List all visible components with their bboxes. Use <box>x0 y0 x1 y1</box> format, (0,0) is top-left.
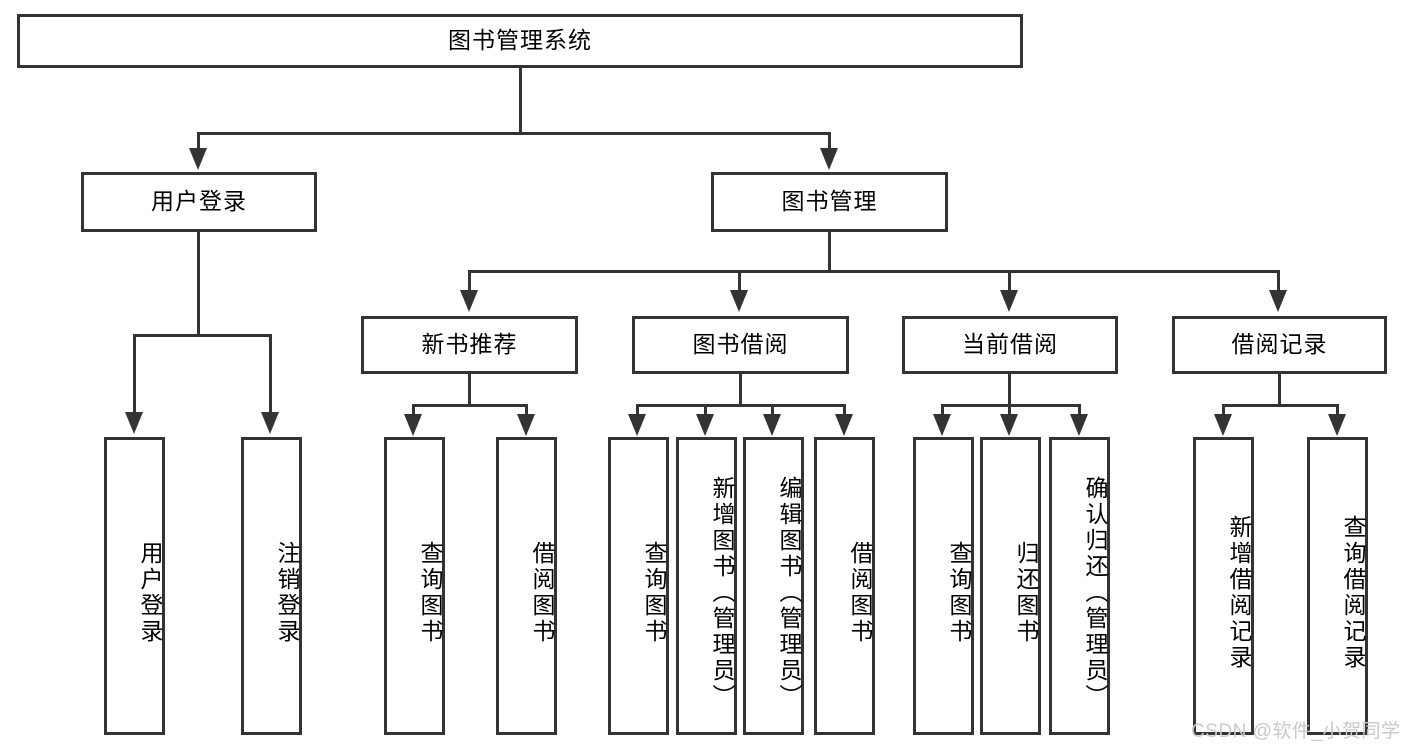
leaf-return-book[interactable]: 归还图书 <box>980 437 1041 735</box>
node-label: 注销登录 <box>274 541 300 645</box>
connector-root-bar <box>197 132 830 135</box>
connector-bookborrow-drop-1 <box>636 404 639 418</box>
node-borrow-record[interactable]: 借阅记录 <box>1172 316 1387 374</box>
connector-borrowrecord-stem <box>1278 374 1281 406</box>
connector-newbook-drop-1 <box>412 404 415 418</box>
node-book-management[interactable]: 图书管理 <box>711 172 948 232</box>
connector-borrowrecord-drop-1 <box>1222 404 1225 418</box>
leaf-borrow-book-recommend[interactable]: 借阅图书 <box>496 437 557 735</box>
connector-userlogin-stem <box>197 232 200 336</box>
arrow-down-icon <box>820 148 838 170</box>
node-label: 用户登录 <box>151 188 247 215</box>
node-new-book-recommend[interactable]: 新书推荐 <box>361 316 578 374</box>
leaf-query-book-recommend[interactable]: 查询图书 <box>384 437 445 735</box>
connector-currentborrow-bar <box>941 404 1081 407</box>
leaf-add-borrow-record[interactable]: 新增借阅记录 <box>1193 437 1254 735</box>
arrow-down-icon <box>730 290 748 312</box>
node-book-borrow[interactable]: 图书借阅 <box>632 316 849 374</box>
connector-bookmgmt-bar <box>468 270 1280 273</box>
connector-root-stem <box>519 68 522 134</box>
connector-currentborrow-drop-3 <box>1078 404 1081 418</box>
leaf-query-book-borrow[interactable]: 查询图书 <box>608 437 669 735</box>
arrow-down-icon <box>1269 290 1287 312</box>
csdn-watermark: CSDN @软件_小贺同学 <box>1191 721 1401 742</box>
connector-bookborrow-stem <box>739 374 742 406</box>
connector-bookborrow-drop-4 <box>843 404 846 418</box>
arrow-down-icon <box>763 414 781 436</box>
connector-bookmgmt-stem <box>828 232 831 272</box>
node-label: 图书借阅 <box>692 331 789 358</box>
connector-bookmgmt-drop-2 <box>738 270 741 294</box>
node-label: 查询图书 <box>641 541 667 645</box>
connector-bookborrow-drop-3 <box>771 404 774 418</box>
connector-bookmgmt-drop-4 <box>1277 270 1280 294</box>
connector-bookborrow-bar <box>636 404 846 407</box>
node-root-system[interactable]: 图书管理系统 <box>17 14 1023 68</box>
connector-userlogin-bar <box>133 334 272 337</box>
arrow-down-icon <box>460 290 478 312</box>
leaf-logout-login[interactable]: 注销登录 <box>241 437 302 735</box>
arrow-down-icon <box>189 148 207 170</box>
connector-newbook-drop-2 <box>525 404 528 418</box>
node-label: 借阅记录 <box>1231 331 1328 358</box>
connector-userlogin-drop-1 <box>133 334 136 416</box>
connector-bookmgmt-drop-3 <box>1008 270 1011 294</box>
leaf-confirm-return-admin[interactable]: 确认归还（管理员） <box>1049 437 1110 735</box>
connector-newbook-stem <box>468 374 471 406</box>
arrow-down-icon <box>1328 414 1346 436</box>
arrow-down-icon <box>1214 414 1232 436</box>
arrow-down-icon <box>261 412 279 434</box>
node-label: 确认归还（管理员） <box>1082 476 1108 710</box>
node-label: 新书推荐 <box>421 331 518 358</box>
arrow-down-icon <box>1070 414 1088 436</box>
node-label: 归还图书 <box>1013 541 1039 645</box>
leaf-add-book-admin[interactable]: 新增图书（管理员） <box>676 437 737 735</box>
arrow-down-icon <box>1000 414 1018 436</box>
node-label: 借阅图书 <box>847 541 873 645</box>
arrow-down-icon <box>835 414 853 436</box>
leaf-query-book-current[interactable]: 查询图书 <box>913 437 974 735</box>
connector-root-drop-right <box>828 132 831 152</box>
node-label: 新增图书（管理员） <box>709 476 735 710</box>
node-label: 图书管理系统 <box>448 27 592 54</box>
leaf-user-login[interactable]: 用户登录 <box>104 437 165 735</box>
arrow-down-icon <box>517 414 535 436</box>
leaf-query-borrow-record[interactable]: 查询借阅记录 <box>1307 437 1368 735</box>
arrow-down-icon <box>125 412 143 434</box>
node-user-login[interactable]: 用户登录 <box>81 172 317 232</box>
node-current-borrow[interactable]: 当前借阅 <box>902 316 1118 374</box>
connector-borrowrecord-drop-2 <box>1336 404 1339 418</box>
node-label: 新增借阅记录 <box>1226 515 1252 671</box>
arrow-down-icon <box>628 414 646 436</box>
node-label: 查询借阅记录 <box>1340 515 1366 671</box>
connector-borrowrecord-bar <box>1222 404 1339 407</box>
connector-newbook-bar <box>412 404 528 407</box>
connector-currentborrow-drop-1 <box>941 404 944 418</box>
node-label: 用户登录 <box>137 541 163 645</box>
node-label: 当前借阅 <box>962 331 1058 358</box>
connector-bookborrow-drop-2 <box>704 404 707 418</box>
node-label: 图书管理 <box>781 188 878 215</box>
leaf-borrow-book[interactable]: 借阅图书 <box>814 437 875 735</box>
arrow-down-icon <box>404 414 422 436</box>
arrow-down-icon <box>1000 290 1018 312</box>
connector-currentborrow-drop-2 <box>1008 404 1011 418</box>
node-label: 编辑图书（管理员） <box>776 476 802 710</box>
arrow-down-icon <box>933 414 951 436</box>
connector-userlogin-drop-2 <box>269 334 272 416</box>
node-label: 查询图书 <box>417 541 443 645</box>
connector-bookmgmt-drop-1 <box>468 270 471 294</box>
node-label: 查询图书 <box>946 541 972 645</box>
arrow-down-icon <box>696 414 714 436</box>
connector-root-drop-left <box>197 132 200 152</box>
leaf-edit-book-admin[interactable]: 编辑图书（管理员） <box>743 437 804 735</box>
connector-currentborrow-stem <box>1008 374 1011 406</box>
node-label: 借阅图书 <box>529 541 555 645</box>
